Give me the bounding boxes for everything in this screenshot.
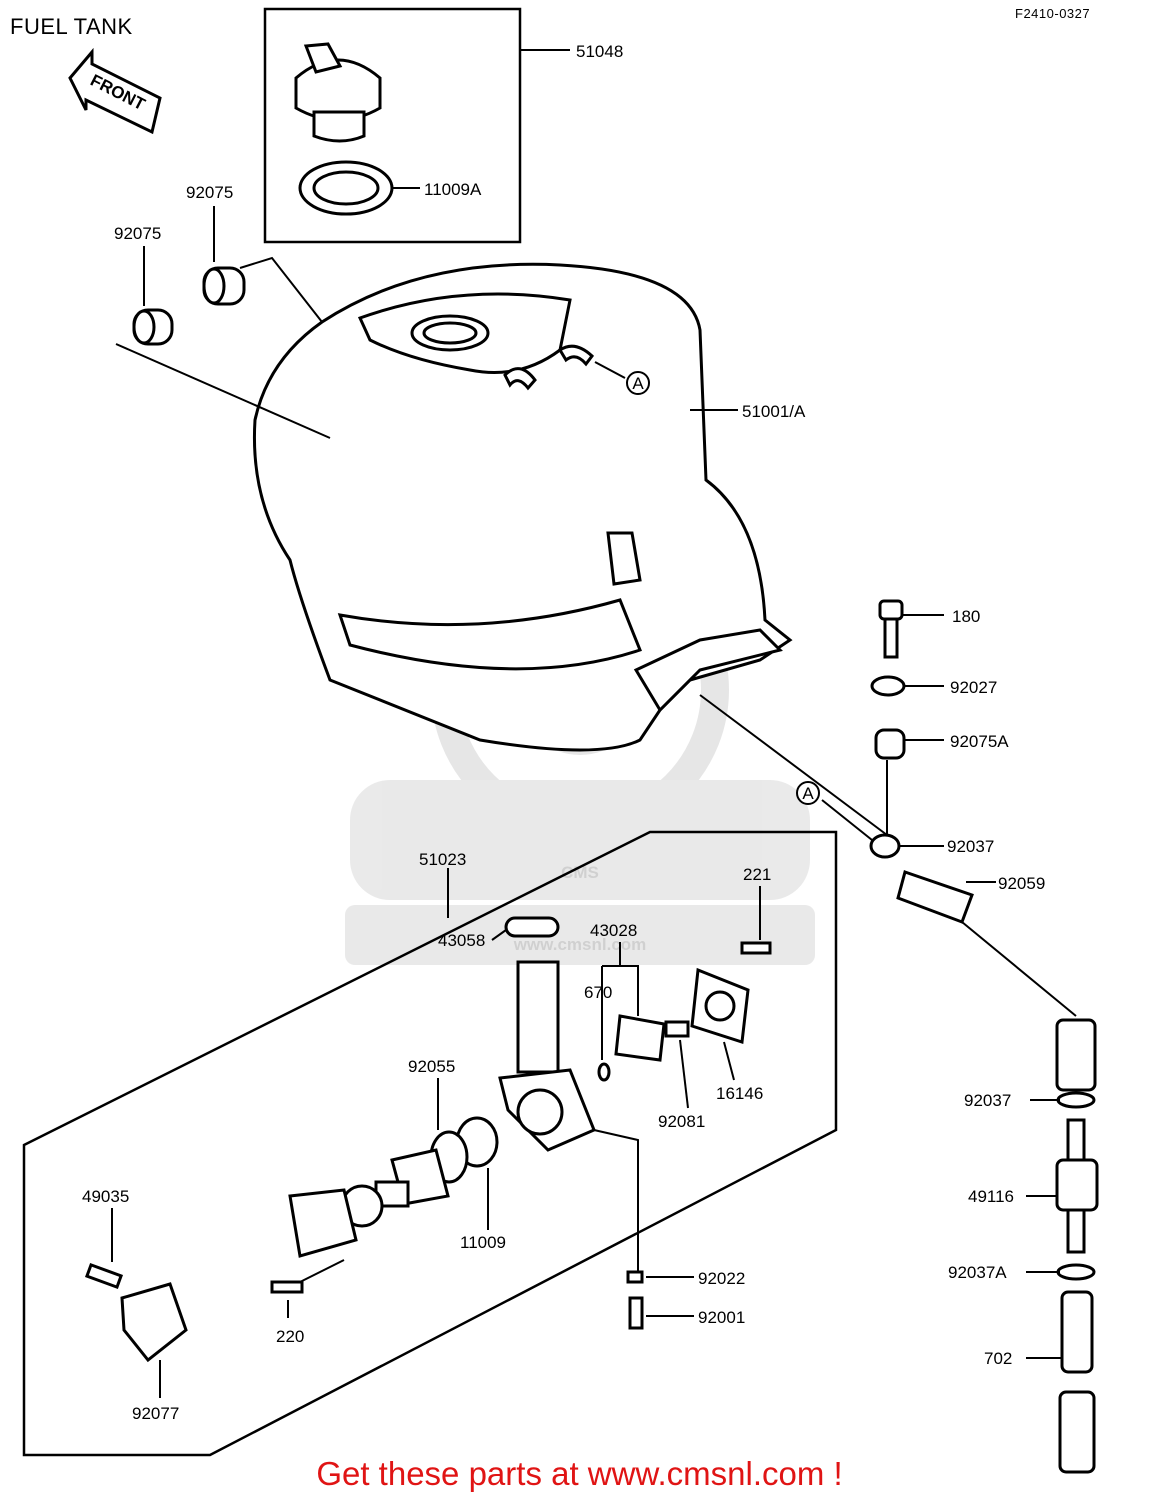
part-label-49116: 49116 [968, 1187, 1014, 1206]
watermark-logo-text: CMS [561, 863, 599, 882]
part-label-11009A: 11009A [424, 180, 482, 199]
part-label-670: 670 [584, 983, 612, 1002]
callout-circle-a-top: A [626, 371, 650, 395]
leader-lines [111, 49, 1077, 1398]
fuel-cap-drawing [294, 42, 394, 216]
part-label-92027: 92027 [950, 678, 997, 697]
part-label-92075: 92075 [114, 224, 161, 243]
part-label-92075A: 92075A [950, 732, 1009, 751]
part-label-92075: 92075 [186, 183, 233, 202]
grommet-drawings [132, 266, 246, 346]
fuel-cock-drawings [84, 916, 772, 1363]
part-label-92081: 92081 [658, 1112, 705, 1131]
part-label-92077: 92077 [132, 1404, 179, 1423]
svg-text:A: A [802, 784, 814, 803]
part-label-51001-a: 51001/A [742, 402, 806, 421]
part-label-92037A: 92037A [948, 1263, 1007, 1282]
part-label-51048: 51048 [576, 42, 623, 61]
fuel-cock-enclosure [22, 830, 838, 1457]
part-label-11009: 11009 [460, 1233, 506, 1252]
part-label-92059: 92059 [998, 874, 1045, 893]
part-label-92022: 92022 [698, 1269, 745, 1288]
part-label-220: 220 [276, 1327, 304, 1346]
page-title: FUEL TANK [10, 14, 133, 39]
part-label-16146: 16146 [716, 1084, 763, 1103]
watermark-url-text: www.cmsnl.com [513, 935, 647, 954]
part-labels: 51048 11009A 92075 92075 51001/A 180 920… [82, 42, 1045, 1423]
part-label-92001: 92001 [698, 1308, 745, 1327]
part-label-51023: 51023 [419, 850, 466, 869]
cap-box [263, 7, 522, 244]
get-parts-link[interactable]: Get these parts at www.cmsnl.com ! [316, 1455, 843, 1492]
part-label-92037: 92037 [964, 1091, 1011, 1110]
figure-code: F2410-0327 [1015, 6, 1091, 21]
part-label-43058: 43058 [438, 931, 485, 950]
svg-text:A: A [632, 374, 644, 393]
part-label-43028: 43028 [590, 921, 637, 940]
part-label-702: 702 [984, 1349, 1012, 1368]
front-arrow: FRONT [68, 47, 162, 135]
part-label-92037: 92037 [947, 837, 994, 856]
fuel-tank-drawing [252, 262, 793, 752]
part-label-92055: 92055 [408, 1057, 455, 1076]
mounting-hardware-drawing [869, 599, 1099, 1474]
callout-circle-a-bottom: A [796, 781, 820, 805]
part-label-180: 180 [952, 607, 980, 626]
part-label-49035: 49035 [82, 1187, 129, 1206]
part-label-221: 221 [743, 865, 771, 884]
